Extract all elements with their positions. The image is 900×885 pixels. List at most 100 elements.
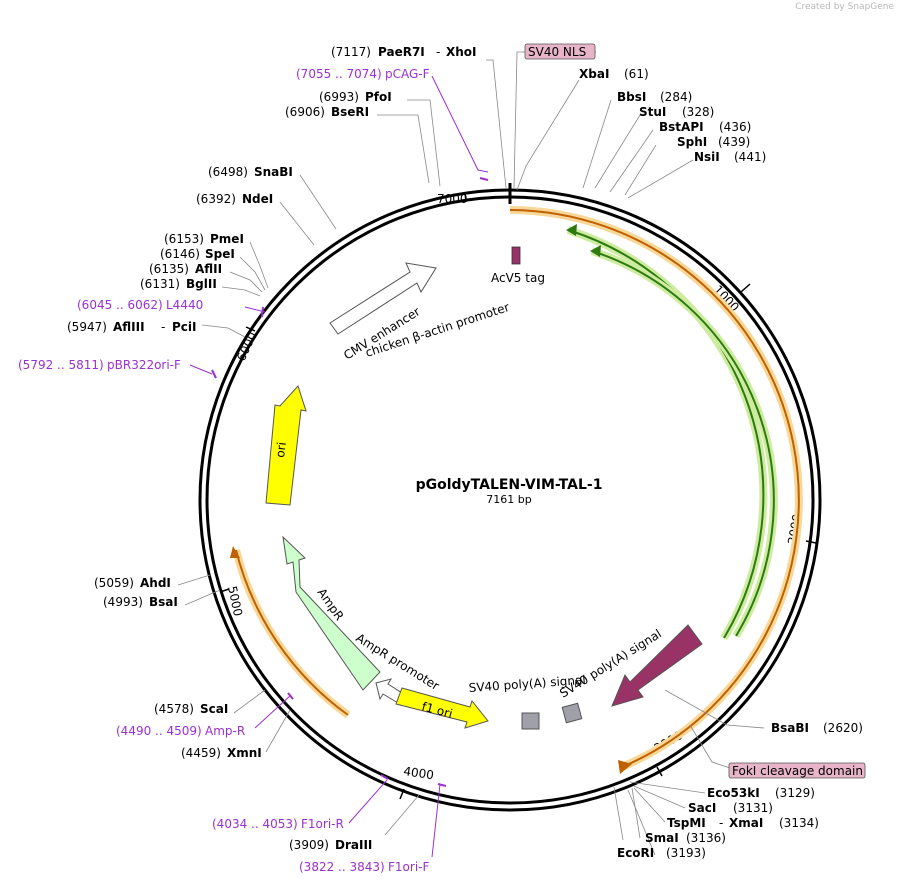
sv40-polya-box-1 (521, 712, 540, 730)
site-label-bsai: (4993) BsaI (103, 595, 178, 609)
left-cds-arc (235, 549, 349, 716)
svg-text:(439): (439) (718, 135, 750, 149)
svg-text:F1ori-F: F1ori-F (388, 860, 429, 874)
left-cds-arrowhead (230, 546, 240, 558)
svg-text:XbaI: XbaI (579, 67, 609, 81)
svg-text:(4490 .. 4509): (4490 .. 4509) (116, 724, 202, 738)
tick-marks (219, 191, 817, 800)
svg-text:ScaI: ScaI (200, 702, 228, 716)
tale-arc-1-arrowhead (566, 224, 577, 236)
svg-text:(4578): (4578) (154, 702, 194, 716)
site-label-pmei: (6153) PmeI (164, 232, 244, 246)
ori-label: ori (273, 441, 289, 458)
svg-text:Eco53kI: Eco53kI (707, 786, 760, 800)
svg-text:pBR322ori-F: pBR322ori-F (107, 358, 181, 372)
site-leader-lines (177, 51, 765, 856)
site-label-sphi: SphI (439) (677, 135, 750, 149)
svg-text:(6131): (6131) (140, 277, 180, 291)
svg-text:(4993): (4993) (103, 595, 143, 609)
site-label-pfoi: (6993) PfoI (319, 90, 392, 104)
svg-text:BbsI: BbsI (617, 90, 646, 104)
site-label-bstapi: BstAPI (436) (659, 120, 751, 134)
tick-label-4000: 4000 (403, 764, 435, 782)
svg-text:SacI: SacI (688, 801, 716, 815)
svg-text:SV40 NLS: SV40 NLS (528, 45, 586, 59)
svg-text:(3909): (3909) (289, 838, 329, 852)
site-label-spei: (6146) SpeI (160, 247, 235, 261)
svg-text:-: - (436, 45, 440, 59)
site-label-ndei: (6392) NdeI (196, 192, 273, 206)
svg-text:NsiI: NsiI (694, 150, 720, 164)
site-label-stui: StuI (328) (639, 105, 714, 119)
foki-boxed-label: FokI cleavage domain (728, 762, 866, 779)
svg-text:(6993): (6993) (319, 90, 359, 104)
svg-text:(7055 .. 7074): (7055 .. 7074) (296, 67, 382, 81)
svg-text:L4440: L4440 (166, 298, 203, 312)
site-label-aflii: (6135) AflII (149, 262, 222, 276)
primer-label-f1ori-r: (4034 .. 4053) F1ori-R (212, 817, 344, 831)
ampr-arrow (282, 535, 381, 691)
svg-text:Amp-R: Amp-R (205, 724, 245, 738)
site-label-tspmi-xmai: TspMI - XmaI (3134) (667, 816, 819, 830)
svg-text:SmaI: SmaI (645, 831, 679, 845)
tale-arc-2 (591, 250, 775, 637)
site-label-scai: (4578) ScaI (154, 702, 228, 716)
svg-text:BstAPI: BstAPI (659, 120, 704, 134)
svg-text:(6153): (6153) (164, 232, 204, 246)
site-label-nsii: NsiI (441) (694, 150, 766, 164)
tale-arc-1 (567, 229, 765, 639)
acv5-tag-box (511, 246, 521, 265)
svg-text:(3129): (3129) (775, 786, 815, 800)
tick-label-6000: 6000 (234, 330, 260, 364)
site-label-eco53ki: Eco53kI (3129) (707, 786, 815, 800)
svg-text:(61): (61) (624, 67, 649, 81)
svg-text:(6146): (6146) (160, 247, 200, 261)
svg-text:(4459): (4459) (181, 746, 221, 760)
site-label-saci: SacI (3131) (688, 801, 773, 815)
svg-text:(6392): (6392) (196, 192, 236, 206)
site-label-xbai: XbaI (61) (579, 67, 649, 81)
svg-text:XmaI: XmaI (729, 816, 763, 830)
svg-text:(5947): (5947) (67, 320, 107, 334)
svg-text:(328): (328) (682, 105, 714, 119)
svg-text:(3193): (3193) (666, 846, 706, 860)
primer-label-f1ori-f: (3822 .. 3843) F1ori-F (299, 860, 429, 874)
site-label-snabi: (6498) SnaBI (208, 165, 293, 179)
site-label-draiii: (3909) DraIII (289, 838, 372, 852)
site-label-xmni: (4459) XmnI (181, 746, 262, 760)
svg-text:(3134): (3134) (779, 816, 819, 830)
svg-text:NdeI: NdeI (242, 192, 273, 206)
tale-arc-2-arrowhead (590, 245, 601, 257)
svg-text:-: - (161, 320, 165, 334)
svg-text:AflIII: AflIII (113, 320, 145, 334)
svg-text:(3131): (3131) (733, 801, 773, 815)
site-label-paer7i-xhoi: (7117) PaeR7I - XhoI (331, 45, 477, 59)
svg-text:AhdI: AhdI (140, 576, 171, 590)
sv40-nls-arrow (611, 624, 703, 707)
svg-text:(284): (284) (660, 90, 692, 104)
svg-text:BsaBI: BsaBI (771, 721, 809, 735)
acv5-tag-label: AcV5 tag (491, 271, 545, 285)
site-label-bglii: (6131) BglII (140, 277, 217, 291)
primer-markers (211, 177, 489, 787)
primer-label-pbr322ori-f: (5792 .. 5811) pBR322ori-F (18, 358, 181, 372)
svg-text:XhoI: XhoI (446, 45, 477, 59)
svg-text:pCAG-F: pCAG-F (385, 67, 430, 81)
tick-label-5000: 5000 (225, 585, 245, 618)
sv40-nls-boxed-label: SV40 NLS (524, 43, 596, 60)
ori-arrow (265, 385, 307, 506)
svg-text:(6045 .. 6062): (6045 .. 6062) (77, 298, 163, 312)
cds-arrowhead (618, 760, 632, 774)
f1-ori-arrow (395, 687, 489, 729)
cds-arc (509, 209, 800, 768)
svg-text:(6906): (6906) (285, 105, 325, 119)
plasmid-size: 7161 bp (486, 493, 531, 506)
svg-text:(2620): (2620) (823, 721, 863, 735)
svg-text:(6135): (6135) (149, 262, 189, 276)
svg-text:PfoI: PfoI (365, 90, 392, 104)
svg-text:SpeI: SpeI (205, 247, 235, 261)
primer-label-pcag-f: (7055 .. 7074) pCAG-F (296, 67, 430, 81)
site-label-ahdi: (5059) AhdI (94, 576, 171, 590)
svg-text:(436): (436) (719, 120, 751, 134)
